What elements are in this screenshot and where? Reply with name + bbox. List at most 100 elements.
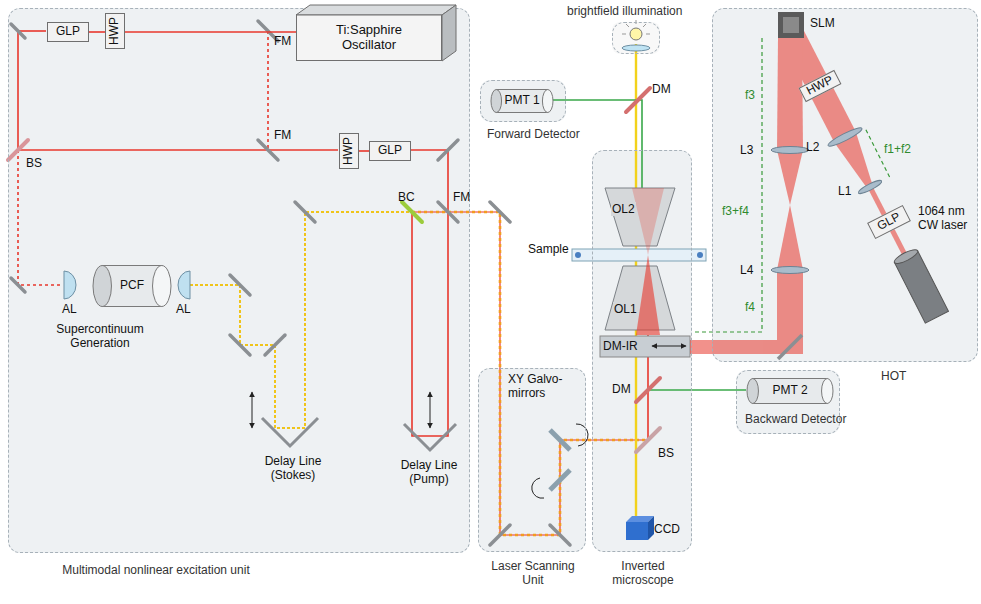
- hot-lens: [771, 125, 883, 273]
- mirror: [258, 140, 278, 160]
- dichroic-mirror: [636, 428, 660, 452]
- pump-beam: [18, 149, 338, 151]
- detector-region: Forward DetectorPMT 1: [480, 80, 566, 122]
- part-label: Supercontinuum Generation: [40, 322, 160, 351]
- hot-lens: [771, 267, 809, 274]
- cw-laser: [893, 247, 920, 266]
- waveplate-box: HWP: [105, 13, 125, 49]
- polarizer-box: GLP: [867, 205, 911, 239]
- lamp-box: brightfield illumination: [612, 22, 660, 54]
- hot-lens: [857, 178, 883, 195]
- focus-cone: [636, 255, 660, 335]
- part-name: GLP: [875, 210, 903, 233]
- part-name: Ti:Sapphire Oscillator: [319, 23, 419, 53]
- part-label: DM: [612, 382, 631, 396]
- sample-slide: [575, 252, 581, 258]
- aspheric-lens: [178, 271, 190, 299]
- dichroic-mirror: [636, 378, 660, 402]
- galvo-mirror: [532, 478, 544, 498]
- ccd-camera: [648, 516, 654, 540]
- part-label: Sample: [528, 242, 569, 256]
- part-label: OL2: [611, 202, 636, 216]
- part-label: BS: [658, 446, 674, 460]
- slm-device: [778, 12, 804, 38]
- focal-bracket: [694, 38, 890, 332]
- brightfield-lamp: [643, 24, 646, 27]
- part-label: BC: [398, 190, 415, 204]
- brightfield-lamp: [622, 45, 650, 51]
- galvo-mirror: [576, 424, 588, 446]
- ccd-camera: [626, 522, 648, 540]
- waveplate-box: HWP: [339, 133, 359, 169]
- part-label: AL: [176, 302, 191, 316]
- part-label: DM: [652, 82, 671, 96]
- brightfield-lamp: [626, 24, 629, 27]
- brightfield-lamp: [622, 34, 626, 35]
- part-name: PMT 1: [504, 94, 539, 108]
- part-name: HWP: [342, 137, 356, 165]
- part-name: PMT 2: [772, 384, 807, 398]
- part-label: DM-IR: [602, 339, 639, 353]
- delay-arrow: [430, 392, 431, 428]
- stokes-beam: [190, 212, 412, 428]
- pump-beam: [410, 149, 448, 151]
- polarizer-box: GLP: [369, 141, 411, 161]
- part-label: FM: [274, 34, 291, 48]
- part-label: FM: [274, 128, 291, 142]
- part-label: L3: [740, 143, 753, 157]
- hot-lens: [826, 125, 863, 148]
- group-heading: HOT: [881, 369, 906, 383]
- pump-beam: [18, 150, 62, 285]
- mirror: [265, 335, 285, 355]
- part-name: GLP: [378, 144, 402, 158]
- stokes-beam: [190, 212, 412, 428]
- group-heading: Multimodal nonlinear excitation unit: [61, 563, 251, 577]
- slm-device: [783, 17, 799, 33]
- part-label: FM: [453, 190, 470, 204]
- beam-splitter: [8, 140, 422, 222]
- group-heading: Backward Detector: [745, 412, 846, 426]
- slm-device: [778, 335, 802, 359]
- brightfield-lamp: [646, 34, 650, 35]
- pmt-cylinder: PMT 2: [747, 378, 833, 404]
- part-label: SLM: [810, 16, 835, 30]
- part-name: HWP: [804, 73, 835, 98]
- beam-connector: [359, 150, 369, 152]
- trap-beam: [690, 270, 803, 354]
- beam-splitter: [8, 140, 28, 160]
- part-label: Delay Line (Pump): [384, 458, 474, 487]
- cw-laser: [893, 247, 949, 323]
- detector-region: Backward DetectorPMT 2: [736, 370, 840, 434]
- part-label: OL1: [613, 302, 638, 316]
- beam-connector: [89, 31, 105, 33]
- mirror: [11, 21, 570, 545]
- mirror: [230, 275, 250, 295]
- region-ground: [712, 8, 978, 362]
- part-label: L2: [806, 140, 819, 154]
- pump-beam: [18, 31, 648, 440]
- delay-line: [262, 418, 318, 446]
- dichroic-mirror: [626, 88, 650, 112]
- pump-beam: [18, 30, 46, 32]
- region-ground: [478, 368, 586, 552]
- mirror: [11, 24, 25, 38]
- brightfield-lamp: [630, 28, 642, 40]
- part-label: f3+f4: [722, 204, 749, 218]
- part-label: f1+f2: [884, 142, 911, 156]
- galvo-mirror: [550, 430, 570, 450]
- region-ground: [480, 80, 566, 122]
- mirror: [550, 525, 570, 545]
- beam-connector: [125, 31, 296, 33]
- mirror: [295, 202, 315, 222]
- mirror: [11, 278, 25, 292]
- hot-lens: [771, 147, 809, 154]
- dm-ir-plate: [600, 336, 690, 357]
- pump-beam: [17, 31, 19, 150]
- mirror: [438, 140, 458, 160]
- part-label: BS: [26, 156, 42, 170]
- mirror: [490, 202, 510, 222]
- delay-arrow: [252, 392, 253, 428]
- region-ground: [8, 8, 978, 553]
- focus-cone: [632, 188, 664, 255]
